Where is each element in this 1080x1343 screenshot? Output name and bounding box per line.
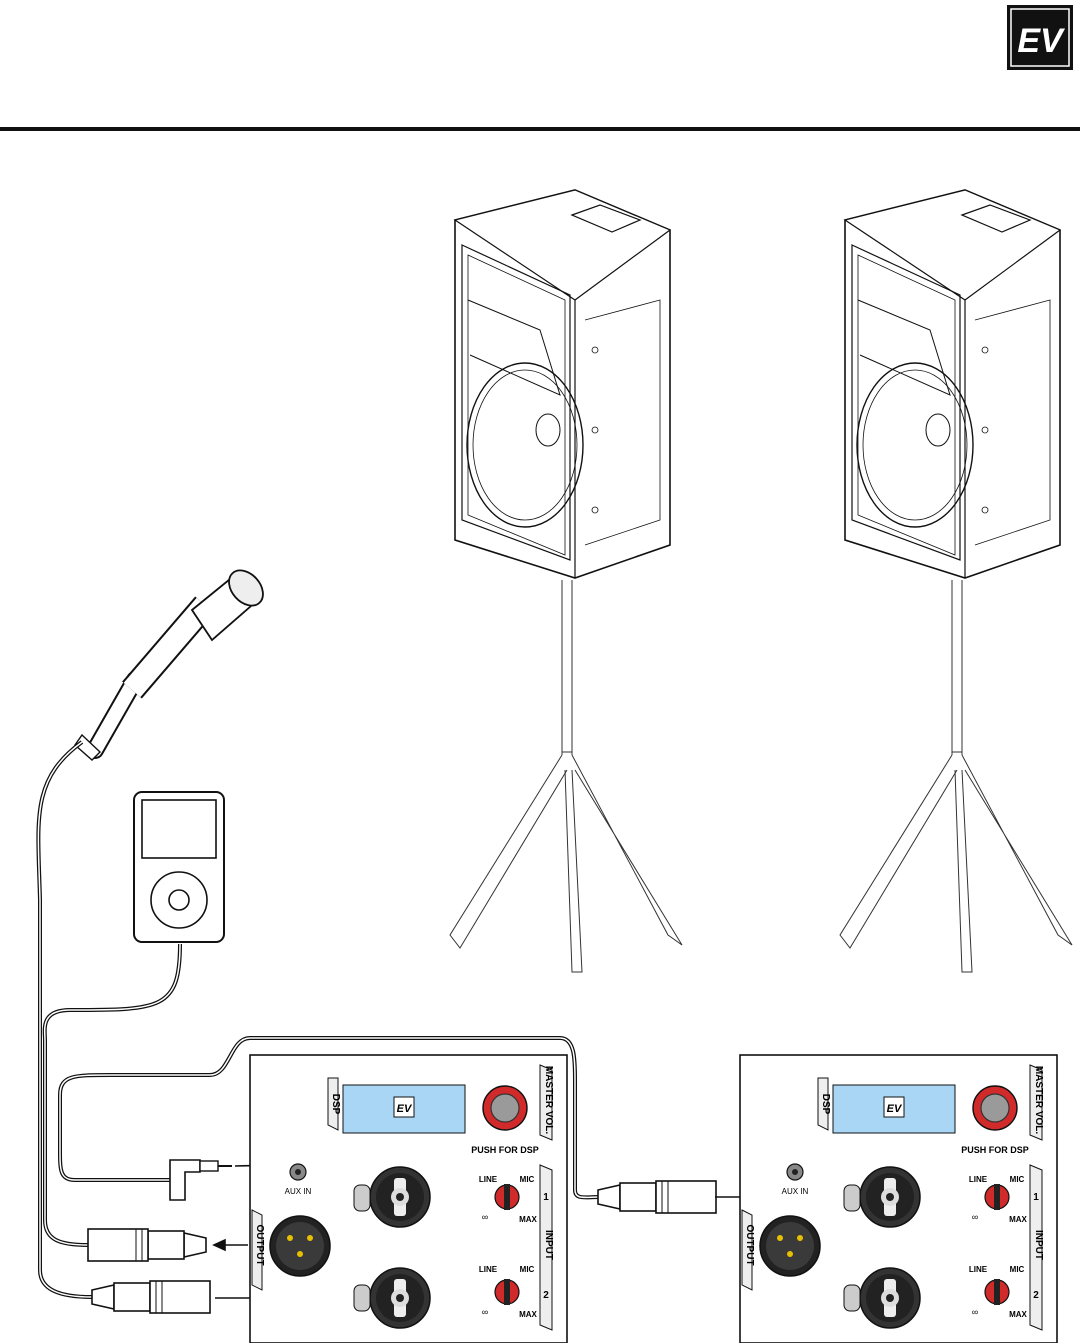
master-vol-label: MASTER VOL.	[1033, 1066, 1044, 1135]
mic-label: MIC	[1010, 1265, 1025, 1274]
input-label: INPUT	[1033, 1230, 1044, 1260]
max-label: MAX	[1009, 1215, 1027, 1224]
dsp-label: DSP	[820, 1094, 831, 1115]
input-2-gain-knob[interactable]	[984, 1279, 1010, 1305]
xlr-plug-icon	[597, 1180, 717, 1214]
output-xlr-jack[interactable]	[759, 1215, 821, 1277]
cables-inner	[37, 741, 601, 1298]
xlr-plug-icon	[91, 1280, 211, 1314]
input-2-combo-jack[interactable]	[859, 1267, 921, 1329]
mic-label: MIC	[1010, 1175, 1025, 1184]
input-2-combo-jack[interactable]	[369, 1267, 431, 1329]
mic-label: MIC	[520, 1175, 535, 1184]
min-label: ∞	[972, 1212, 978, 1222]
output-label: OUTPUT	[254, 1224, 265, 1265]
display-logo-text: EV	[887, 1103, 903, 1115]
output-label: OUTPUT	[744, 1224, 755, 1265]
microphone-icon	[74, 569, 264, 761]
max-label: MAX	[1009, 1310, 1027, 1319]
min-label: ∞	[482, 1212, 488, 1222]
loudspeaker-icon	[454, 189, 671, 579]
channel-1-label: 1	[543, 1192, 549, 1203]
input-2-gain-knob[interactable]	[494, 1279, 520, 1305]
mic-label: MIC	[520, 1265, 535, 1274]
input-1-combo-jack[interactable]	[369, 1166, 431, 1228]
rear-panel-2: DSP EV MASTER VOL. PUSH FOR DSP AUX IN O…	[739, 1054, 1058, 1343]
input-1-combo-jack[interactable]	[859, 1166, 921, 1228]
rear-panel-1: DSP EV MASTER VOL. PUSH FOR DSP AUX IN O…	[249, 1054, 568, 1343]
latch-icon	[843, 1184, 861, 1212]
max-label: MAX	[519, 1310, 537, 1319]
loudspeaker-icon	[844, 189, 1061, 579]
min-label: ∞	[972, 1307, 978, 1317]
input-label: INPUT	[543, 1230, 554, 1260]
aux-in-jack[interactable]	[786, 1163, 804, 1181]
aux-in-label: AUX IN	[782, 1187, 809, 1196]
master-volume-knob[interactable]	[482, 1085, 528, 1131]
latch-icon	[353, 1284, 371, 1312]
line-label: LINE	[479, 1175, 498, 1184]
channel-2-label: 2	[543, 1290, 549, 1301]
min-label: ∞	[482, 1307, 488, 1317]
ev-logo: EV	[1007, 5, 1073, 70]
latch-icon	[353, 1184, 371, 1212]
display-logo-text: EV	[397, 1103, 413, 1115]
xlr-plug-icon	[87, 1228, 207, 1262]
input-1-gain-knob[interactable]	[494, 1184, 520, 1210]
aux-in-jack[interactable]	[289, 1163, 307, 1181]
latch-icon	[843, 1284, 861, 1312]
push-for-dsp-label: PUSH FOR DSP	[961, 1145, 1029, 1155]
ev-logo-text: EV	[1017, 22, 1066, 60]
master-volume-knob[interactable]	[972, 1085, 1018, 1131]
line-label: LINE	[969, 1265, 988, 1274]
line-label: LINE	[479, 1265, 498, 1274]
channel-2-label: 2	[1033, 1290, 1039, 1301]
input-1-gain-knob[interactable]	[984, 1184, 1010, 1210]
aux-plug-icon	[169, 1159, 232, 1201]
output-xlr-jack[interactable]	[269, 1215, 331, 1277]
aux-in-label: AUX IN	[285, 1187, 312, 1196]
tripod-stand-icon	[839, 579, 1073, 973]
channel-1-label: 1	[1033, 1192, 1039, 1203]
tripod-stand-icon	[449, 579, 683, 973]
display-logo-icon	[393, 1096, 415, 1118]
max-label: MAX	[519, 1215, 537, 1224]
display-logo-icon	[883, 1096, 905, 1118]
line-label: LINE	[969, 1175, 988, 1184]
push-for-dsp-label: PUSH FOR DSP	[471, 1145, 539, 1155]
media-player-icon	[133, 791, 225, 943]
dsp-label: DSP	[330, 1094, 341, 1115]
master-vol-label: MASTER VOL.	[543, 1066, 554, 1135]
